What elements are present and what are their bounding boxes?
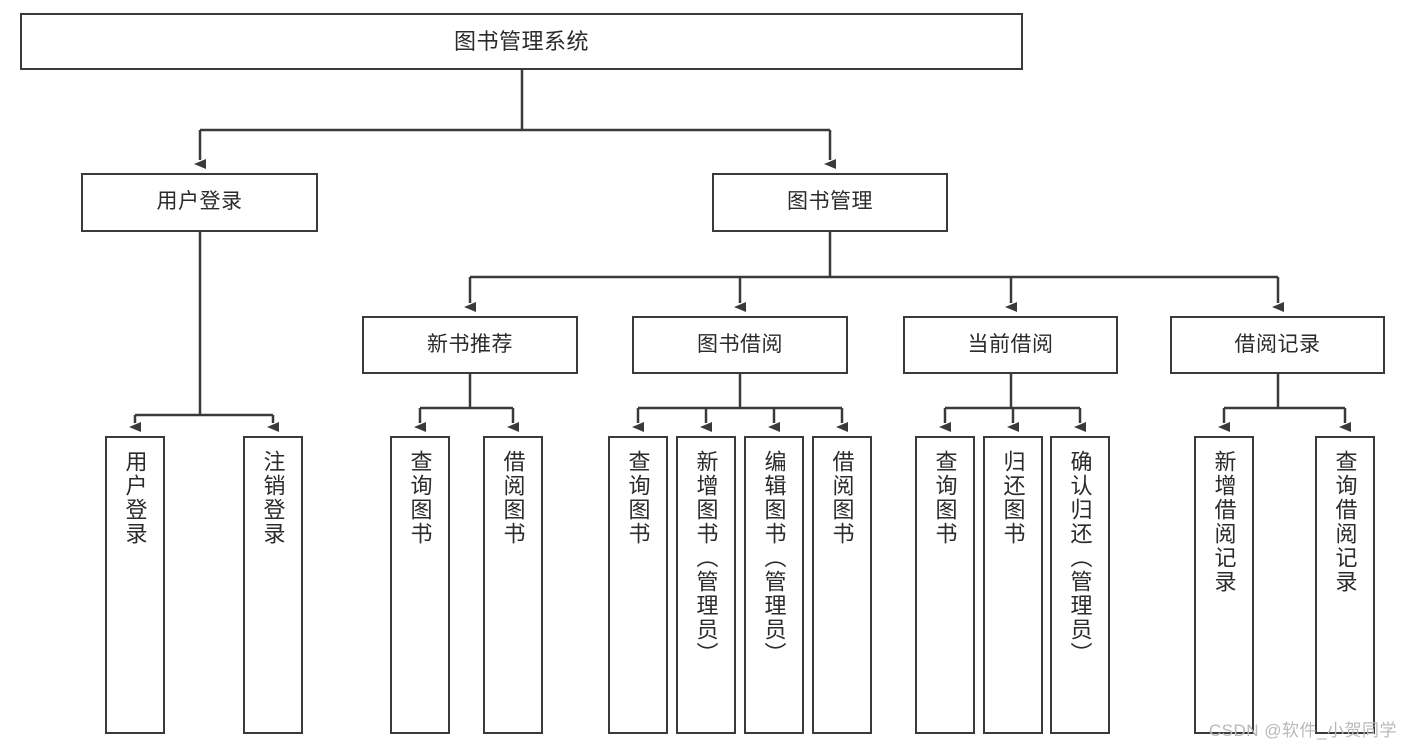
node-newbook[interactable]: 新书推荐 <box>362 316 578 374</box>
node-leaf-borrow-1[interactable]: 查询图书 <box>608 436 668 734</box>
node-leaf-rec-2[interactable]: 查询借阅记录 <box>1315 436 1375 734</box>
node-label: 查询图书 <box>625 450 651 546</box>
node-leaf-borrow-2[interactable]: 新增图书（管理员） <box>676 436 736 734</box>
node-label: 新增借阅记录 <box>1211 450 1237 594</box>
node-leaf-new-2[interactable]: 借阅图书 <box>483 436 543 734</box>
node-current[interactable]: 当前借阅 <box>903 316 1118 374</box>
node-label: 归还图书 <box>1000 450 1026 546</box>
node-label: 图书管理 <box>787 190 873 214</box>
node-label: 查询图书 <box>407 450 433 546</box>
node-root[interactable]: 图书管理系统 <box>20 13 1023 70</box>
node-leaf-login-2[interactable]: 注销登录 <box>243 436 303 734</box>
node-leaf-cur-2[interactable]: 归还图书 <box>983 436 1043 734</box>
node-label: 用户登录 <box>122 450 148 546</box>
node-label: 查询借阅记录 <box>1332 450 1358 594</box>
node-bookmgmt[interactable]: 图书管理 <box>712 173 948 232</box>
node-label: 图书管理系统 <box>453 28 589 54</box>
node-records[interactable]: 借阅记录 <box>1170 316 1385 374</box>
node-label: 编辑图书（管理员） <box>761 450 787 666</box>
node-leaf-borrow-4[interactable]: 借阅图书 <box>812 436 872 734</box>
node-login[interactable]: 用户登录 <box>81 173 318 232</box>
node-label: 查询图书 <box>932 450 958 546</box>
node-label: 新增图书（管理员） <box>693 450 719 666</box>
node-label: 借阅图书 <box>829 450 855 546</box>
node-leaf-cur-1[interactable]: 查询图书 <box>915 436 975 734</box>
node-label: 确认归还（管理员） <box>1067 450 1093 666</box>
node-label: 注销登录 <box>260 450 286 546</box>
watermark-text: CSDN @软件_小贺同学 <box>1208 721 1397 740</box>
node-leaf-cur-3[interactable]: 确认归还（管理员） <box>1050 436 1110 734</box>
node-borrow[interactable]: 图书借阅 <box>632 316 848 374</box>
node-leaf-borrow-3[interactable]: 编辑图书（管理员） <box>744 436 804 734</box>
node-leaf-login-1[interactable]: 用户登录 <box>105 436 165 734</box>
node-leaf-rec-1[interactable]: 新增借阅记录 <box>1194 436 1254 734</box>
node-label: 当前借阅 <box>967 332 1054 356</box>
node-label: 借阅记录 <box>1234 332 1321 356</box>
node-label: 图书借阅 <box>697 332 783 356</box>
node-label: 借阅图书 <box>500 450 526 546</box>
node-label: 用户登录 <box>156 190 243 214</box>
node-leaf-new-1[interactable]: 查询图书 <box>390 436 450 734</box>
node-label: 新书推荐 <box>427 332 513 356</box>
